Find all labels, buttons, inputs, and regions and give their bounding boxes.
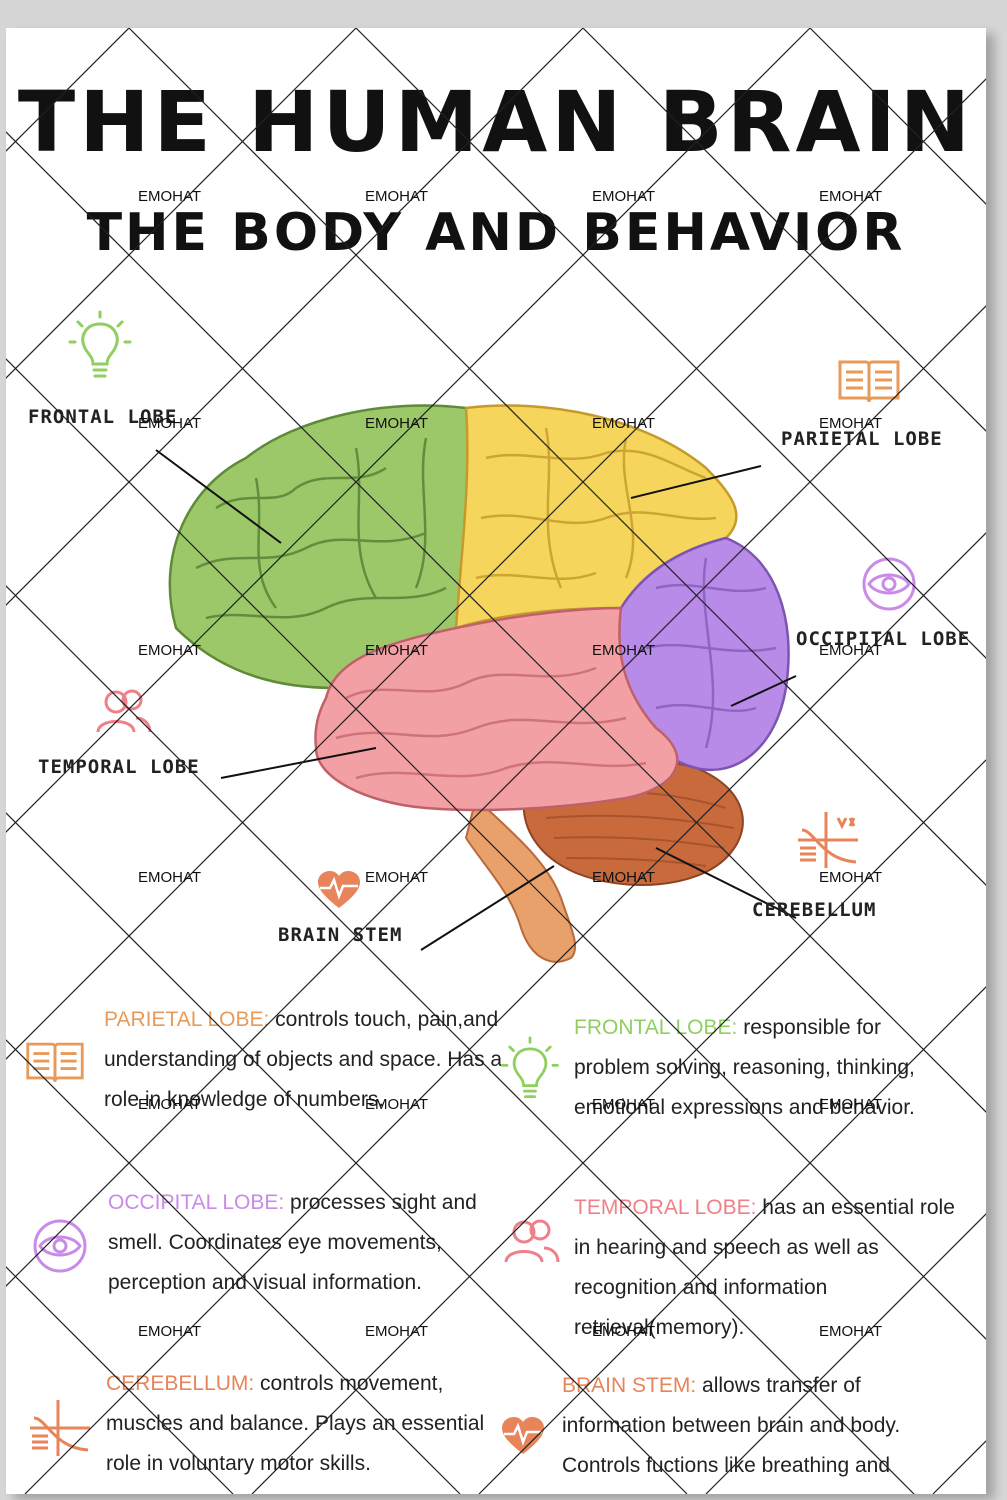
temporal-description: TEMPORAL LOBE: has an essential role in … (574, 1188, 959, 1348)
temporal-lobe-label: TEMPORAL LOBE (38, 756, 200, 778)
people-icon (96, 689, 152, 733)
brainstem-description: BRAIN STEM: allows transfer of informati… (562, 1366, 962, 1494)
temporal-term: TEMPORAL LOBE: (574, 1196, 757, 1219)
brainstem-term: BRAIN STEM: (562, 1374, 697, 1397)
brain-stem-label: BRAIN STEM (278, 924, 403, 946)
brainstem-heartbeat-icon (502, 1417, 544, 1454)
parietal-term: PARIETAL LOBE: (104, 1008, 270, 1031)
occipital-eye-icon (33, 1219, 87, 1273)
heartbeat-icon (318, 871, 360, 908)
frontal-term: FRONTAL LOBE: (574, 1016, 738, 1039)
poster: THE HUMAN BRAIN THE BODY AND BEHAVIOR (6, 28, 986, 1494)
frontal-description: FRONTAL LOBE: responsible for problem so… (574, 1008, 954, 1128)
frontal-lobe-label: FRONTAL LOBE (28, 406, 178, 428)
eye-icon (862, 557, 916, 611)
poster-title: THE HUMAN BRAIN (17, 73, 975, 171)
temporal-people-icon (504, 1219, 560, 1263)
cerebellum-graph-icon (30, 1400, 90, 1456)
cerebellum-term: CEREBELLUM: (106, 1372, 255, 1395)
cerebellum-label: CEREBELLUM (752, 899, 877, 921)
watermark-text: EMOHAT (365, 1323, 429, 1340)
parietal-lobe-label: PARIETAL LOBE (781, 428, 943, 450)
parietal-description: PARIETAL LOBE: controls touch, pain,and … (104, 1000, 504, 1120)
poster-subtitle: THE BODY AND BEHAVIOR (86, 203, 906, 263)
watermark-text: EMOHAT (138, 1323, 202, 1340)
lightbulb-icon (68, 310, 132, 378)
occipital-term: OCCIPITAL LOBE: (108, 1191, 285, 1214)
occipital-lobe-label: OCCIPITAL LOBE (796, 628, 971, 650)
parietal-book-icon (26, 1042, 84, 1082)
occipital-description: OCCIPITAL LOBE: processes sight and smel… (108, 1183, 488, 1303)
cerebellum-description: CEREBELLUM: controls movement, muscles a… (106, 1364, 501, 1484)
brain-illustration (155, 404, 797, 963)
open-book-icon (838, 360, 900, 403)
math-graph-icon (798, 812, 858, 868)
frontal-lightbulb-icon (501, 1036, 559, 1099)
